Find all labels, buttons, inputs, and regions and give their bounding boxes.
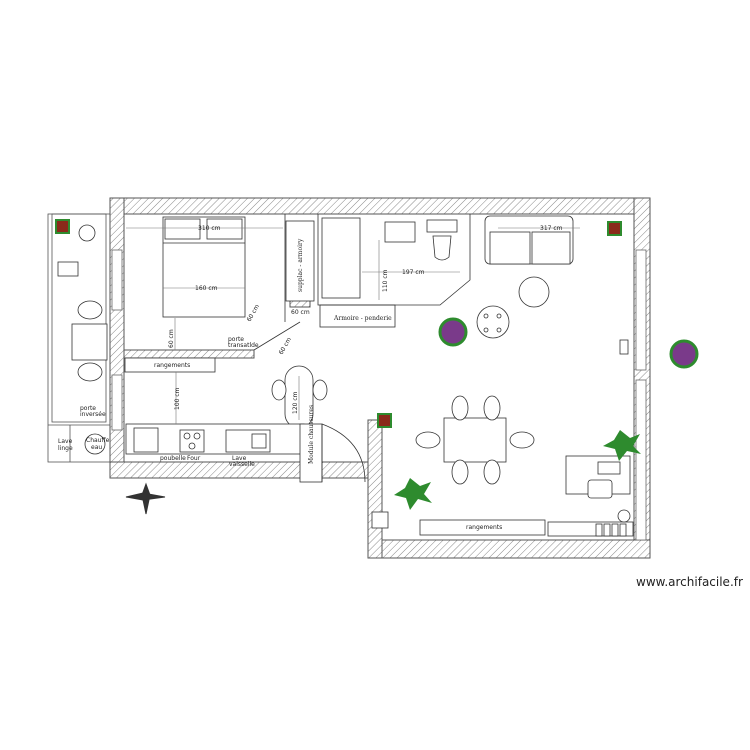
- plant-red-3: [607, 221, 622, 236]
- poubelle: poubelle: [160, 455, 186, 462]
- dim-197: 197 cm: [402, 269, 425, 276]
- desk: [565, 339, 631, 523]
- plant-purple-2: [669, 339, 699, 369]
- dimension-lines: [126, 227, 580, 424]
- four: Four: [187, 455, 201, 462]
- dim-top-left: 310 cm: [198, 225, 221, 232]
- pouffes: [476, 276, 550, 339]
- dim-110: 110 cm: [382, 269, 389, 292]
- watermark[interactable]: www.archifacile.fr: [636, 575, 743, 589]
- dim-60-small: 60 cm: [291, 309, 310, 316]
- lave-vaisselle: Lave: [232, 455, 247, 462]
- dining-table: [415, 395, 535, 485]
- chauffe-eau: Chauffe: [86, 437, 110, 444]
- bed: [162, 216, 246, 318]
- balcony: [47, 213, 111, 463]
- porte-inversee: porte: [80, 405, 96, 412]
- rangements-left: rangements: [154, 362, 190, 369]
- labels: 310 cm 160 cm 60 cm 100 cm 120 cm 60 cm …: [58, 225, 563, 531]
- bathroom: [321, 217, 458, 299]
- porte-transat-2: transatlde: [228, 342, 259, 349]
- plant-red-2: [377, 413, 392, 428]
- lave-linge: Lave: [58, 438, 73, 445]
- compass-icon: [125, 482, 166, 515]
- plant-red-1: [55, 219, 70, 234]
- rangements-right: rangements: [466, 524, 502, 531]
- balcony-furniture: [57, 224, 108, 455]
- porte-inversee-2: inversée: [80, 411, 106, 418]
- lave-vaisselle-2: vaisselle: [229, 461, 255, 468]
- windows: [111, 249, 647, 541]
- plant-purple-1: [438, 317, 468, 347]
- sofa: [484, 215, 574, 265]
- lave-linge-2: linge: [58, 445, 73, 452]
- module-chaussures: Module chaussures: [308, 405, 315, 464]
- placard-vertical: supplac - armoiry: [297, 238, 304, 292]
- dim-100: 100 cm: [174, 387, 181, 410]
- kitchen: [125, 423, 305, 455]
- porte-transat: porte: [228, 336, 244, 343]
- kitchen-table: [271, 365, 328, 429]
- rangements: [124, 357, 634, 537]
- partitions: [253, 214, 471, 351]
- placard: [285, 220, 315, 302]
- plant-green-2: [603, 430, 641, 461]
- entrance: [299, 423, 389, 529]
- dim-60-diag: 60 cm: [246, 303, 261, 323]
- dim-60-left: 60 cm: [168, 329, 175, 348]
- dim-60-diag2: 60 cm: [278, 336, 293, 356]
- armoire-penderie: Armoire - penderie: [333, 315, 392, 322]
- chauffe-eau-2: eau: [91, 444, 102, 451]
- dim-317: 317 cm: [540, 225, 563, 232]
- dim-120: 120 cm: [292, 391, 299, 414]
- plants: [55, 219, 699, 510]
- dim-bed: 160 cm: [195, 285, 218, 292]
- plant-green-1: [394, 478, 432, 510]
